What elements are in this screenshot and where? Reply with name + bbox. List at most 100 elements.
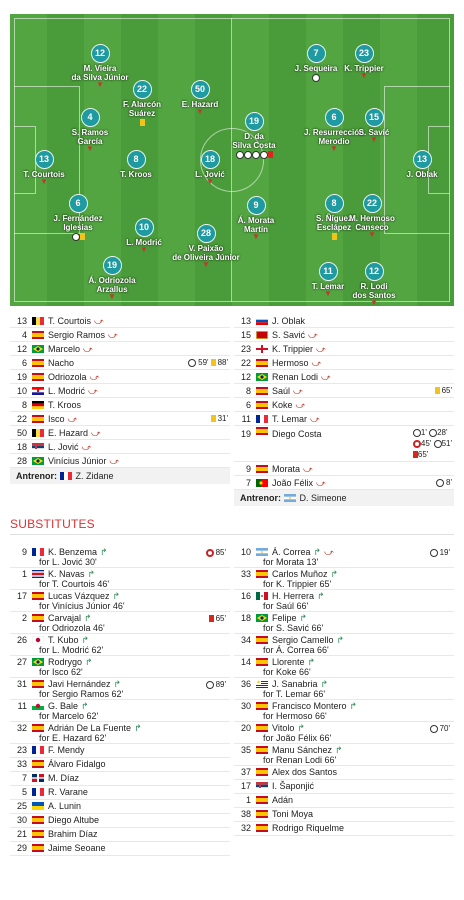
player-name: L. Modrić bbox=[48, 385, 86, 396]
substitute-row[interactable]: 34 Sergio Camello ↱ for Á. Correa 66' bbox=[234, 634, 454, 656]
away-pitch-player[interactable]: 23 K. Trippier ▼ bbox=[324, 44, 404, 80]
wales-flag-icon bbox=[32, 702, 44, 710]
lineup-row[interactable]: 22 Hermoso ⤻ bbox=[234, 356, 454, 370]
substitute-row[interactable]: 16 H. Herrera ↱ for Saúl 66' bbox=[234, 590, 454, 612]
substitute-row[interactable]: 21 Brahim Díaz bbox=[10, 828, 230, 842]
substitute-row[interactable]: 33 Carlos Muñoz ↱ for K. Trippier 65' bbox=[234, 568, 454, 590]
substitute-row[interactable]: 7 M. Díaz bbox=[10, 772, 230, 786]
away-pitch-player[interactable]: 15 S. Savić ▼ bbox=[334, 108, 414, 144]
player-name: J. Oblak bbox=[272, 315, 306, 326]
substitute-row[interactable]: 27 Rodrygo ↱ for Isco 62' bbox=[10, 656, 230, 678]
lineup-row[interactable]: 19 Diego Costa 1' 28' 45' 51' 65' bbox=[234, 426, 454, 462]
red-card-icon bbox=[267, 151, 273, 159]
shirt-number: 16 bbox=[240, 591, 251, 601]
away-pitch-player[interactable]: 7 J. Sequeira bbox=[276, 44, 356, 82]
croatia-flag-icon bbox=[32, 386, 44, 395]
lineup-row[interactable]: 8 Saúl ⤻ 65' bbox=[234, 384, 454, 398]
home-pitch-player[interactable]: 50 E. Hazard ▼ bbox=[160, 80, 240, 116]
player-name: T. Lemar bbox=[311, 282, 345, 291]
lineup-row[interactable]: 13 T. Courtois ⤻ bbox=[10, 314, 230, 328]
substitute-row[interactable]: 23 F. Mendy bbox=[10, 744, 230, 758]
substitute-row[interactable]: 11 G. Bale ↱ for Marcelo 62' bbox=[10, 700, 230, 722]
substitute-row[interactable]: 5 R. Varane bbox=[10, 786, 230, 800]
lineup-row[interactable]: 6 Koke ⤻ bbox=[234, 398, 454, 412]
away-pitch-player[interactable]: 11 T. Lemar ▼ bbox=[288, 262, 368, 298]
player-name: Felipe bbox=[272, 613, 297, 623]
substitute-row[interactable]: 33 Álvaro Fidalgo bbox=[10, 758, 230, 772]
lineup-row[interactable]: 12 Marcelo ⤻ bbox=[10, 342, 230, 356]
player-name: Morata bbox=[272, 463, 301, 474]
lineup-row[interactable]: 23 K. Trippier ⤻ bbox=[234, 342, 454, 356]
substitute-row[interactable]: 37 Alex dos Santos bbox=[234, 766, 454, 780]
home-pitch-player[interactable]: 10 L. Modrić ▼ bbox=[104, 218, 184, 254]
lineup-row[interactable]: 13 J. Oblak bbox=[234, 314, 454, 328]
substitute-row[interactable]: 18 Felipe ↱ for S. Savić 66' bbox=[234, 612, 454, 634]
lineup-row[interactable]: 15 S. Savić ⤻ bbox=[234, 328, 454, 342]
player-number: 18 bbox=[200, 150, 220, 169]
substitute-row[interactable]: 32 Adrián De La Fuente ↱ for E. Hazard 6… bbox=[10, 722, 230, 744]
sub-in-icon: ↱ bbox=[335, 744, 343, 755]
lineup-row[interactable]: 28 Vinícius Júnior ⤻ bbox=[10, 454, 230, 468]
sub-out-icon: ⤻ bbox=[94, 315, 104, 326]
lineup-row[interactable]: 12 Renan Lodi ⤻ bbox=[234, 370, 454, 384]
substitute-row[interactable]: 26 T. Kubo ↱ for L. Modrić 62' bbox=[10, 634, 230, 656]
sub-out-icon: ⤻ bbox=[88, 385, 98, 396]
substitute-row[interactable]: 9 K. Benzema ↱ for L. Jović 30'85' bbox=[10, 546, 230, 568]
substitute-row[interactable]: 36 J. Sanabria ↱ for T. Lemar 66' bbox=[234, 678, 454, 700]
substitute-row[interactable]: 31 Javi Hernández ↱ for Sergio Ramos 62'… bbox=[10, 678, 230, 700]
montenegro-flag-icon bbox=[256, 330, 268, 339]
goal-ball-icon bbox=[205, 680, 214, 689]
substitute-row[interactable]: 2 Carvajal ↱ for Odriozola 46'65' bbox=[10, 612, 230, 634]
substitute-row[interactable]: 25 A. Lunin bbox=[10, 800, 230, 814]
substitute-row[interactable]: 14 Llorente ↱ for Koke 66' bbox=[234, 656, 454, 678]
lineup-row[interactable]: 18 L. Jović ⤻ bbox=[10, 440, 230, 454]
shirt-number: 9 bbox=[21, 547, 27, 557]
away-pitch-player[interactable]: 13 J. Oblak bbox=[382, 150, 454, 179]
substitute-row[interactable]: 29 Jaime Seoane bbox=[10, 842, 230, 856]
lineup-row[interactable]: 9 Morata ⤻ bbox=[234, 462, 454, 476]
lineup-row[interactable]: 4 Sergio Ramos ⤻ bbox=[10, 328, 230, 342]
player-name: Alex dos Santos bbox=[272, 767, 338, 777]
home-pitch-player[interactable]: 13 T. Courtois ▼ bbox=[10, 150, 84, 186]
substitute-row[interactable]: 1 Adán bbox=[234, 794, 454, 808]
lineup-row[interactable]: 19 Odriozola ⤻ bbox=[10, 370, 230, 384]
substitute-row[interactable]: 1 K. Navas ↱ for T. Courtois 46' bbox=[10, 568, 230, 590]
substitute-row[interactable]: 10 Á. Correa ↱ ⤻ for Morata 13'19' bbox=[234, 546, 454, 568]
substitute-row[interactable]: 30 Francisco Montero ↱ for Hermoso 66' bbox=[234, 700, 454, 722]
home-lineup-list: 13 T. Courtois ⤻ 4 Sergio Ramos ⤻ 12 Mar… bbox=[10, 314, 230, 484]
sub-out-icon: ⤻ bbox=[295, 399, 306, 410]
lineup-row[interactable]: 8 T. Kroos bbox=[10, 398, 230, 412]
shirt-number: 17 bbox=[240, 781, 251, 791]
substitute-row[interactable]: 35 Manu Sánchez ↱ for Renan Lodi 66' bbox=[234, 744, 454, 766]
lineup-row[interactable]: 7 João Félix ⤻ 8' bbox=[234, 476, 454, 490]
substitute-row[interactable]: 30 Diego Altube bbox=[10, 814, 230, 828]
sub-in-icon: ↱ bbox=[317, 590, 325, 601]
shirt-number: 38 bbox=[240, 809, 251, 819]
home-pitch-player[interactable]: 8 T. Kroos bbox=[96, 150, 176, 179]
player-events: 65' bbox=[434, 384, 454, 398]
lineup-row[interactable]: 11 T. Lemar ⤻ bbox=[234, 412, 454, 426]
substitute-row[interactable]: 17 Lucas Vázquez ↱ for Vinícius Júnior 4… bbox=[10, 590, 230, 612]
substitute-row[interactable]: 32 Rodrigo Riquelme bbox=[234, 822, 454, 836]
substitute-row[interactable]: 17 I. Šaponjić bbox=[234, 780, 454, 794]
lineup-row[interactable]: 50 E. Hazard ⤻ bbox=[10, 426, 230, 440]
lineup-row[interactable]: 6 Nacho 59'88' bbox=[10, 356, 230, 370]
substitute-row[interactable]: 20 Vitolo ↱ for João Félix 66'70' bbox=[234, 722, 454, 744]
substitute-row[interactable]: 38 Toni Moya bbox=[234, 808, 454, 822]
lineup-row[interactable]: 10 L. Modrić ⤻ bbox=[10, 384, 230, 398]
home-pitch-player[interactable]: 18 L. Jović ▼ bbox=[170, 150, 250, 186]
lineup-row[interactable]: 22 Isco ⤻ 31' bbox=[10, 412, 230, 426]
